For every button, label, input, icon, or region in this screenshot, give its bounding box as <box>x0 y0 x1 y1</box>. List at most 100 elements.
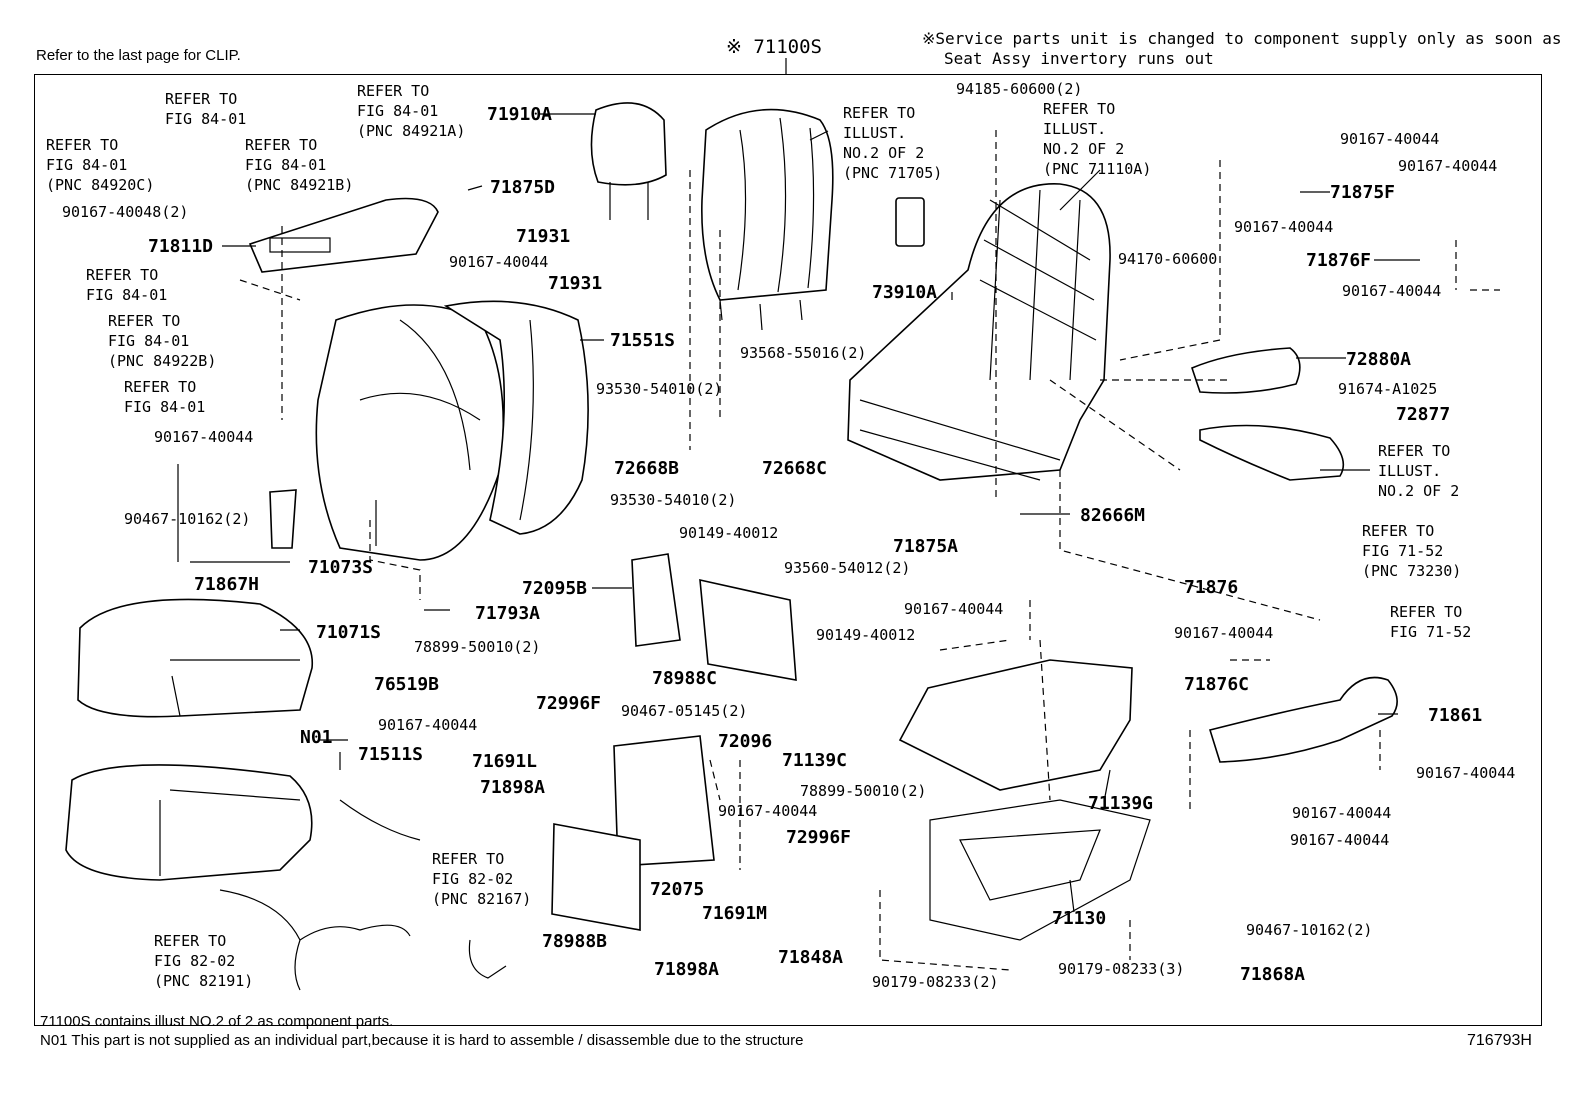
panel-78988c-shape <box>699 578 797 681</box>
part-90167-40044-j: 90167-40044 <box>1416 764 1515 782</box>
footer-note-1: 71100S contains illust NO.2 of 2 as comp… <box>40 1013 394 1030</box>
part-71868a: 71868A <box>1240 964 1305 985</box>
part-82666m: 82666M <box>1080 505 1145 526</box>
part-71898a-a: 71898A <box>480 777 545 798</box>
part-71875a: 71875A <box>893 536 958 557</box>
part-71875d: 71875D <box>490 177 555 198</box>
frame-72075-shape <box>613 735 715 867</box>
part-90167-40044-g: 90167-40044 <box>904 600 1003 618</box>
module-73910a-shape <box>895 197 925 247</box>
part-71876c: 71876C <box>1184 674 1249 695</box>
part-90167-40044-i: 90167-40044 <box>378 716 477 734</box>
part-90467-10162-2-b: 90467-10162(2) <box>1246 921 1372 939</box>
part-72668c: 72668C <box>762 458 827 479</box>
part-78899-50010-2-b: 78899-50010(2) <box>800 782 926 800</box>
dashed-guides <box>239 130 1500 971</box>
cushion-71071s-shape <box>77 598 313 718</box>
leader-lines <box>177 113 1420 913</box>
part-71861: 71861 <box>1428 705 1482 726</box>
part-90149-40012-b: 90149-40012 <box>816 626 915 644</box>
bracket-72095b-shape <box>631 553 681 647</box>
cover-71867h-shape <box>269 489 297 549</box>
footer-note-2: N01 This part is not supplied as an indi… <box>40 1032 804 1049</box>
part-90167-40044-l: 90167-40044 <box>1292 804 1391 822</box>
part-90167-40044-m: 90167-40044 <box>1290 831 1389 849</box>
part-78899-50010-2-a: 78899-50010(2) <box>414 638 540 656</box>
part-90167-40044-k: 90167-40044 <box>718 802 817 820</box>
headrest-shape <box>590 102 667 220</box>
seatback-71551s-shape <box>443 300 589 535</box>
part-76519b: 76519B <box>374 674 439 695</box>
part-93530-54010-2-b: 93530-54010(2) <box>610 491 736 509</box>
part-71139g: 71139G <box>1088 793 1153 814</box>
diagram-frame <box>34 74 1542 1026</box>
part-94170-60600: 94170-60600 <box>1118 250 1217 268</box>
panel-78988b-shape <box>551 823 641 931</box>
figure-id: 716793H <box>1467 1032 1532 1049</box>
part-93560-54012-2: 93560-54012(2) <box>784 559 910 577</box>
part-72668b: 72668B <box>614 458 679 479</box>
part-71848a: 71848A <box>778 947 843 968</box>
part-90167-40048-2: 90167-40048(2) <box>62 203 188 221</box>
part-94185-60600-2: 94185-60600(2) <box>956 80 1082 98</box>
part-90179-08233-3: 90179-08233(3) <box>1058 960 1184 978</box>
part-71551s: 71551S <box>610 330 675 351</box>
part-78988b: 78988B <box>542 931 607 952</box>
part-71898a-b: 71898A <box>654 959 719 980</box>
part-93568-55016-2: 93568-55016(2) <box>740 344 866 362</box>
part-90179-08233-2: 90179-08233(2) <box>872 973 998 991</box>
part-90167-40044-b: 90167-40044 <box>1340 130 1439 148</box>
assembly-number: ※ 71100S <box>726 36 822 58</box>
seatback-71073s-shape <box>315 304 505 561</box>
side-shield-71811d-shape <box>248 197 439 273</box>
part-71071s: 71071S <box>316 622 381 643</box>
part-72877: 72877 <box>1396 404 1450 425</box>
part-71876f: 71876F <box>1306 250 1371 271</box>
part-90149-40012-a: 90149-40012 <box>679 524 778 542</box>
part-71875f: 71875F <box>1330 182 1395 203</box>
part-n01: N01 <box>300 727 333 748</box>
part-71139c: 71139C <box>782 750 847 771</box>
part-72996f-b: 72996F <box>786 827 851 848</box>
wire-harness-shape <box>219 799 421 991</box>
part-72075: 72075 <box>650 879 704 900</box>
part-72996f-a: 72996F <box>536 693 601 714</box>
clip-note: Refer to the last page for CLIP. <box>36 47 241 64</box>
part-90467-05145-2: 90467-05145(2) <box>621 702 747 720</box>
panel-refer-illust-shape <box>1199 424 1345 481</box>
seatback-cover-shape <box>701 108 834 331</box>
part-71876: 71876 <box>1184 577 1238 598</box>
part-71130: 71130 <box>1052 908 1106 929</box>
part-72095b: 72095B <box>522 578 587 599</box>
part-71691l: 71691L <box>472 751 537 772</box>
part-90167-40044-f: 90167-40044 <box>154 428 253 446</box>
part-91674-a1025: 91674-A1025 <box>1338 380 1437 398</box>
seat-frame-shape <box>847 183 1111 481</box>
part-90167-40044-c: 90167-40044 <box>1398 157 1497 175</box>
part-93530-54010-2-a: 93530-54010(2) <box>596 380 722 398</box>
shield-71861-shape <box>1208 676 1398 763</box>
part-90167-40044-h: 90167-40044 <box>1174 624 1273 642</box>
part-71691m: 71691M <box>702 903 767 924</box>
part-71811d: 71811D <box>148 236 213 257</box>
part-90467-10162-2-a: 90467-10162(2) <box>124 510 250 528</box>
part-72880a: 72880A <box>1346 349 1411 370</box>
part-71867h: 71867H <box>194 574 259 595</box>
part-78988c: 78988C <box>652 668 717 689</box>
part-71793a: 71793A <box>475 603 540 624</box>
part-71931-b: 71931 <box>548 273 602 294</box>
cushion-71511s-shape <box>65 764 313 881</box>
